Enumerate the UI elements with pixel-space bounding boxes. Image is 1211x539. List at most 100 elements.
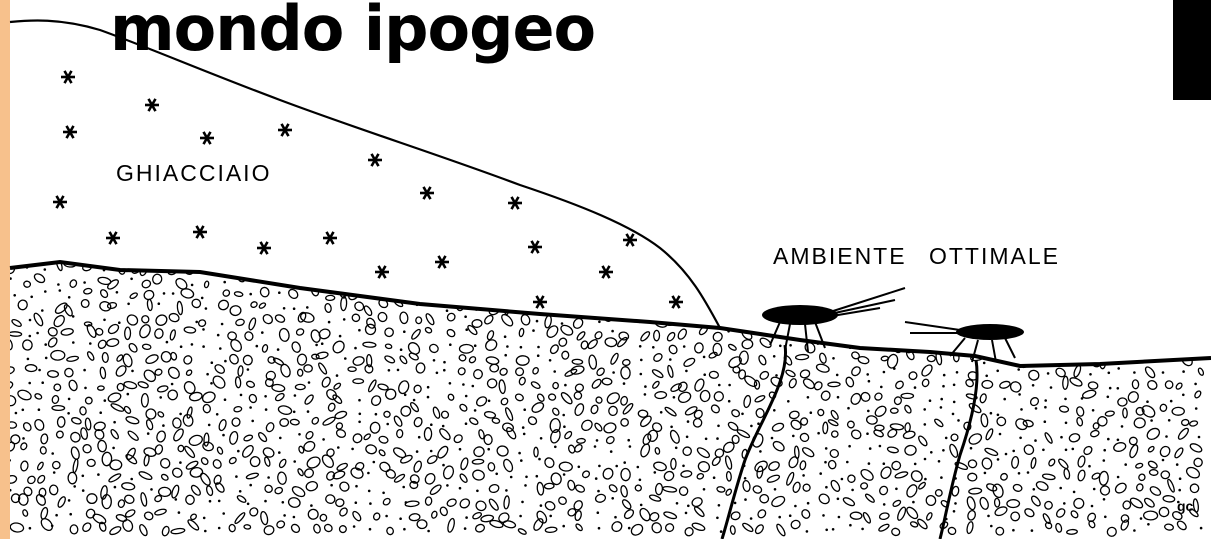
pebble	[93, 249, 106, 260]
pebble	[564, 430, 573, 440]
pebble	[373, 512, 381, 521]
pebble	[159, 396, 162, 399]
pebble	[472, 275, 485, 284]
pebble	[750, 425, 753, 428]
pebble	[810, 411, 813, 414]
pebble	[52, 405, 65, 410]
pebble	[112, 447, 115, 450]
pebble	[655, 391, 667, 399]
pebble	[1044, 420, 1047, 423]
pebble	[325, 494, 336, 504]
pebble	[458, 264, 461, 267]
pebble	[749, 304, 752, 307]
pebble	[1128, 304, 1139, 315]
pebble	[832, 357, 835, 360]
snow-star	[623, 234, 637, 246]
pebble	[1176, 463, 1179, 466]
pebble	[293, 411, 296, 414]
pebble	[1176, 520, 1188, 532]
pebble	[460, 457, 470, 470]
pebble	[363, 363, 374, 374]
pebble	[582, 272, 590, 285]
pebble	[233, 406, 242, 412]
pebble	[829, 448, 839, 458]
pebble	[34, 393, 42, 400]
pebble	[367, 472, 370, 475]
pebble	[522, 426, 525, 429]
pebble	[851, 489, 854, 492]
pebble	[742, 339, 753, 349]
pebble	[828, 460, 837, 470]
pebble	[967, 432, 983, 446]
pebble	[459, 473, 469, 484]
pebble	[775, 523, 786, 537]
pebble	[1100, 485, 1111, 496]
pebble	[228, 456, 237, 465]
pebble	[1165, 381, 1173, 389]
pebble	[235, 475, 238, 478]
pebble	[677, 381, 689, 393]
pebble	[99, 288, 109, 298]
pebble	[826, 327, 840, 337]
pebble	[445, 293, 448, 296]
pebble	[623, 382, 626, 385]
pebble	[1162, 252, 1165, 255]
pebble	[999, 433, 1002, 436]
pebble	[336, 462, 348, 472]
pebble	[725, 488, 733, 496]
pebble	[1002, 356, 1005, 359]
pebble	[759, 370, 770, 381]
pebble	[1072, 448, 1075, 451]
pebble	[836, 374, 839, 377]
pebble	[321, 376, 332, 388]
pebble	[277, 472, 287, 485]
pebble	[948, 443, 959, 458]
pebble	[459, 487, 462, 490]
pebble	[1082, 389, 1097, 400]
pebble	[83, 288, 92, 295]
pebble	[899, 283, 902, 286]
pebble	[354, 347, 357, 350]
rock-conglomerate	[0, 243, 1205, 538]
pebble	[1161, 471, 1170, 479]
pebble	[895, 308, 898, 311]
pebble	[457, 366, 467, 376]
pebble	[313, 524, 321, 534]
pebble	[377, 383, 388, 391]
pebble	[498, 380, 505, 394]
pebble	[890, 408, 898, 413]
pebble	[904, 445, 916, 456]
pebble	[553, 370, 556, 373]
pebble	[68, 398, 71, 401]
pebble	[687, 420, 690, 423]
pebble	[938, 277, 941, 280]
pebble	[904, 404, 913, 414]
pebble	[711, 294, 714, 297]
pebble	[123, 405, 132, 414]
pebble	[377, 311, 389, 323]
pebble	[25, 364, 37, 371]
pebble	[741, 413, 744, 416]
pebble	[116, 291, 119, 294]
pebble	[385, 343, 392, 349]
pebble	[903, 430, 916, 440]
pebble	[1103, 335, 1106, 338]
pebble	[296, 328, 305, 336]
pebble	[472, 248, 480, 255]
pebble	[221, 323, 224, 326]
pebble	[863, 289, 866, 292]
pebble	[700, 390, 710, 402]
pebble	[38, 408, 41, 411]
pebble	[863, 328, 871, 339]
pebble	[496, 445, 509, 457]
pebble	[1145, 426, 1161, 441]
pebble	[799, 460, 806, 470]
pebble	[590, 404, 599, 414]
pebble	[439, 506, 449, 517]
pebble	[816, 363, 831, 374]
pebble	[676, 502, 679, 505]
pebble	[185, 369, 192, 376]
pebble	[942, 449, 945, 452]
pebble	[748, 266, 751, 269]
snow-star	[323, 232, 337, 244]
